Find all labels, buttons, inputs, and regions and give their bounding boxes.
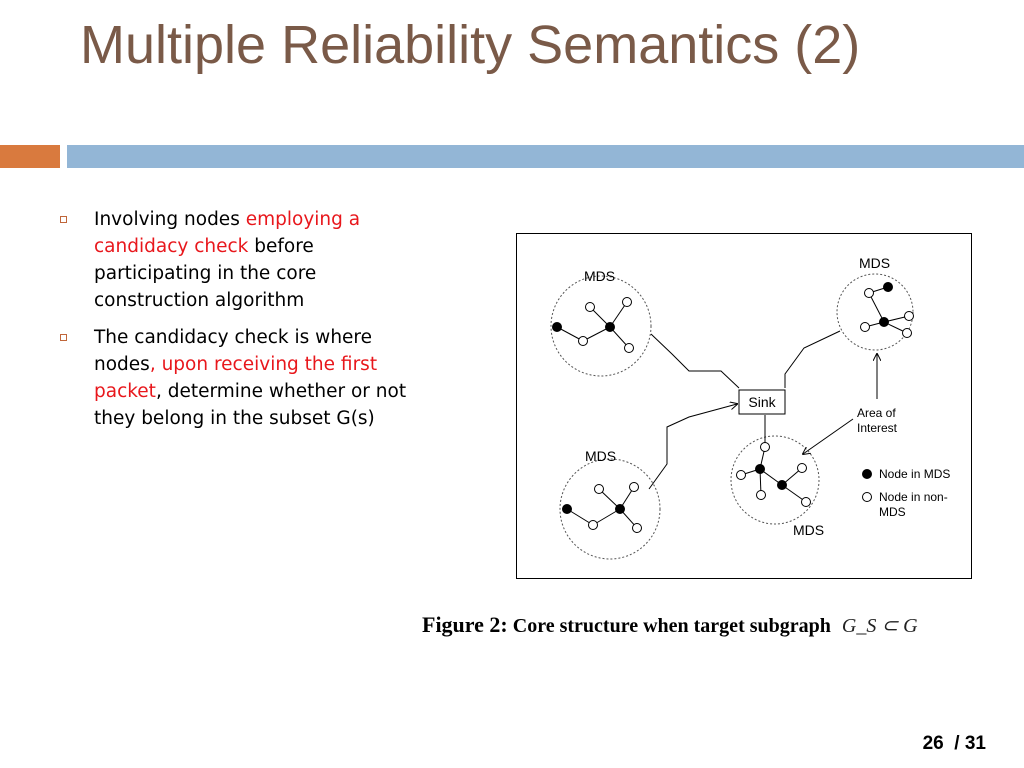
bullet-list: Involving nodes employing a candidacy ch… bbox=[58, 206, 408, 442]
path-top-right-to-sink bbox=[784, 330, 841, 388]
mds-region-top-left bbox=[550, 275, 652, 377]
mds-label-bottom-center: MDS bbox=[793, 522, 824, 538]
bullet-item: Involving nodes employing a candidacy ch… bbox=[58, 206, 408, 314]
mds-label-top-left: MDS bbox=[584, 268, 615, 284]
cluster-bottom-left bbox=[562, 482, 642, 533]
path-bottom-left-to-sink bbox=[648, 404, 737, 490]
legend-mds-marker bbox=[862, 469, 872, 479]
slide-title: Multiple Reliability Semantics (2) bbox=[80, 15, 861, 75]
page-current: 26 bbox=[922, 733, 944, 754]
bullet-text-normal: before participating in the core constru… bbox=[94, 236, 317, 311]
legend-mds-label: Node in MDS bbox=[879, 467, 950, 481]
area-of-interest-label: Area of bbox=[857, 406, 896, 420]
figure-caption: Figure 2: Core structure when target sub… bbox=[422, 612, 992, 638]
caption-math: G_S ⊂ G bbox=[841, 615, 918, 637]
legend-non-mds-label-line2: MDS bbox=[879, 505, 906, 519]
bullet-text-highlight: , upon receiving the first packet bbox=[94, 354, 378, 402]
mds-region-top-right bbox=[836, 273, 914, 351]
mds-region-bottom-center bbox=[730, 435, 820, 525]
legend-non-mds-marker bbox=[862, 492, 872, 502]
bullet-text-normal: The candidacy check is where nodes bbox=[94, 327, 373, 375]
square-bullet-icon bbox=[60, 334, 67, 341]
legend-non-mds-label: Node in non- bbox=[879, 490, 948, 504]
area-of-interest-label-line2: Interest bbox=[857, 421, 898, 435]
path-top-left-to-sink bbox=[650, 333, 740, 389]
cluster-top-right bbox=[860, 282, 914, 338]
bullet-text-normal: , determine whether or not they belong i… bbox=[94, 381, 407, 429]
title-accent-bar-blue bbox=[67, 145, 1024, 168]
mds-region-bottom-left bbox=[559, 458, 661, 560]
square-bullet-icon bbox=[60, 216, 67, 223]
caption-label: Figure 2: bbox=[422, 612, 508, 637]
network-diagram: Sink bbox=[550, 255, 950, 560]
bullet-item: The candidacy check is where nodes, upon… bbox=[58, 324, 408, 432]
cluster-top-left bbox=[552, 297, 634, 353]
core-structure-figure: Sink bbox=[516, 233, 972, 579]
area-arrow-down bbox=[803, 418, 854, 454]
mds-label-bottom-left: MDS bbox=[585, 448, 616, 464]
cluster-bottom-center bbox=[736, 442, 811, 507]
page-separator: / bbox=[954, 733, 960, 754]
sink-node bbox=[738, 389, 786, 415]
sink-label: Sink bbox=[748, 394, 776, 410]
caption-text: Core structure when target subgraph bbox=[512, 615, 831, 637]
bullet-text-normal: Involving nodes bbox=[94, 209, 246, 230]
page-number: 26 / 31 bbox=[923, 733, 986, 755]
page-total: 31 bbox=[964, 733, 986, 754]
bullet-text-highlight: employing a candidacy check bbox=[94, 209, 361, 257]
mds-label-top-right: MDS bbox=[859, 255, 890, 271]
title-accent-bar-orange bbox=[0, 145, 60, 168]
